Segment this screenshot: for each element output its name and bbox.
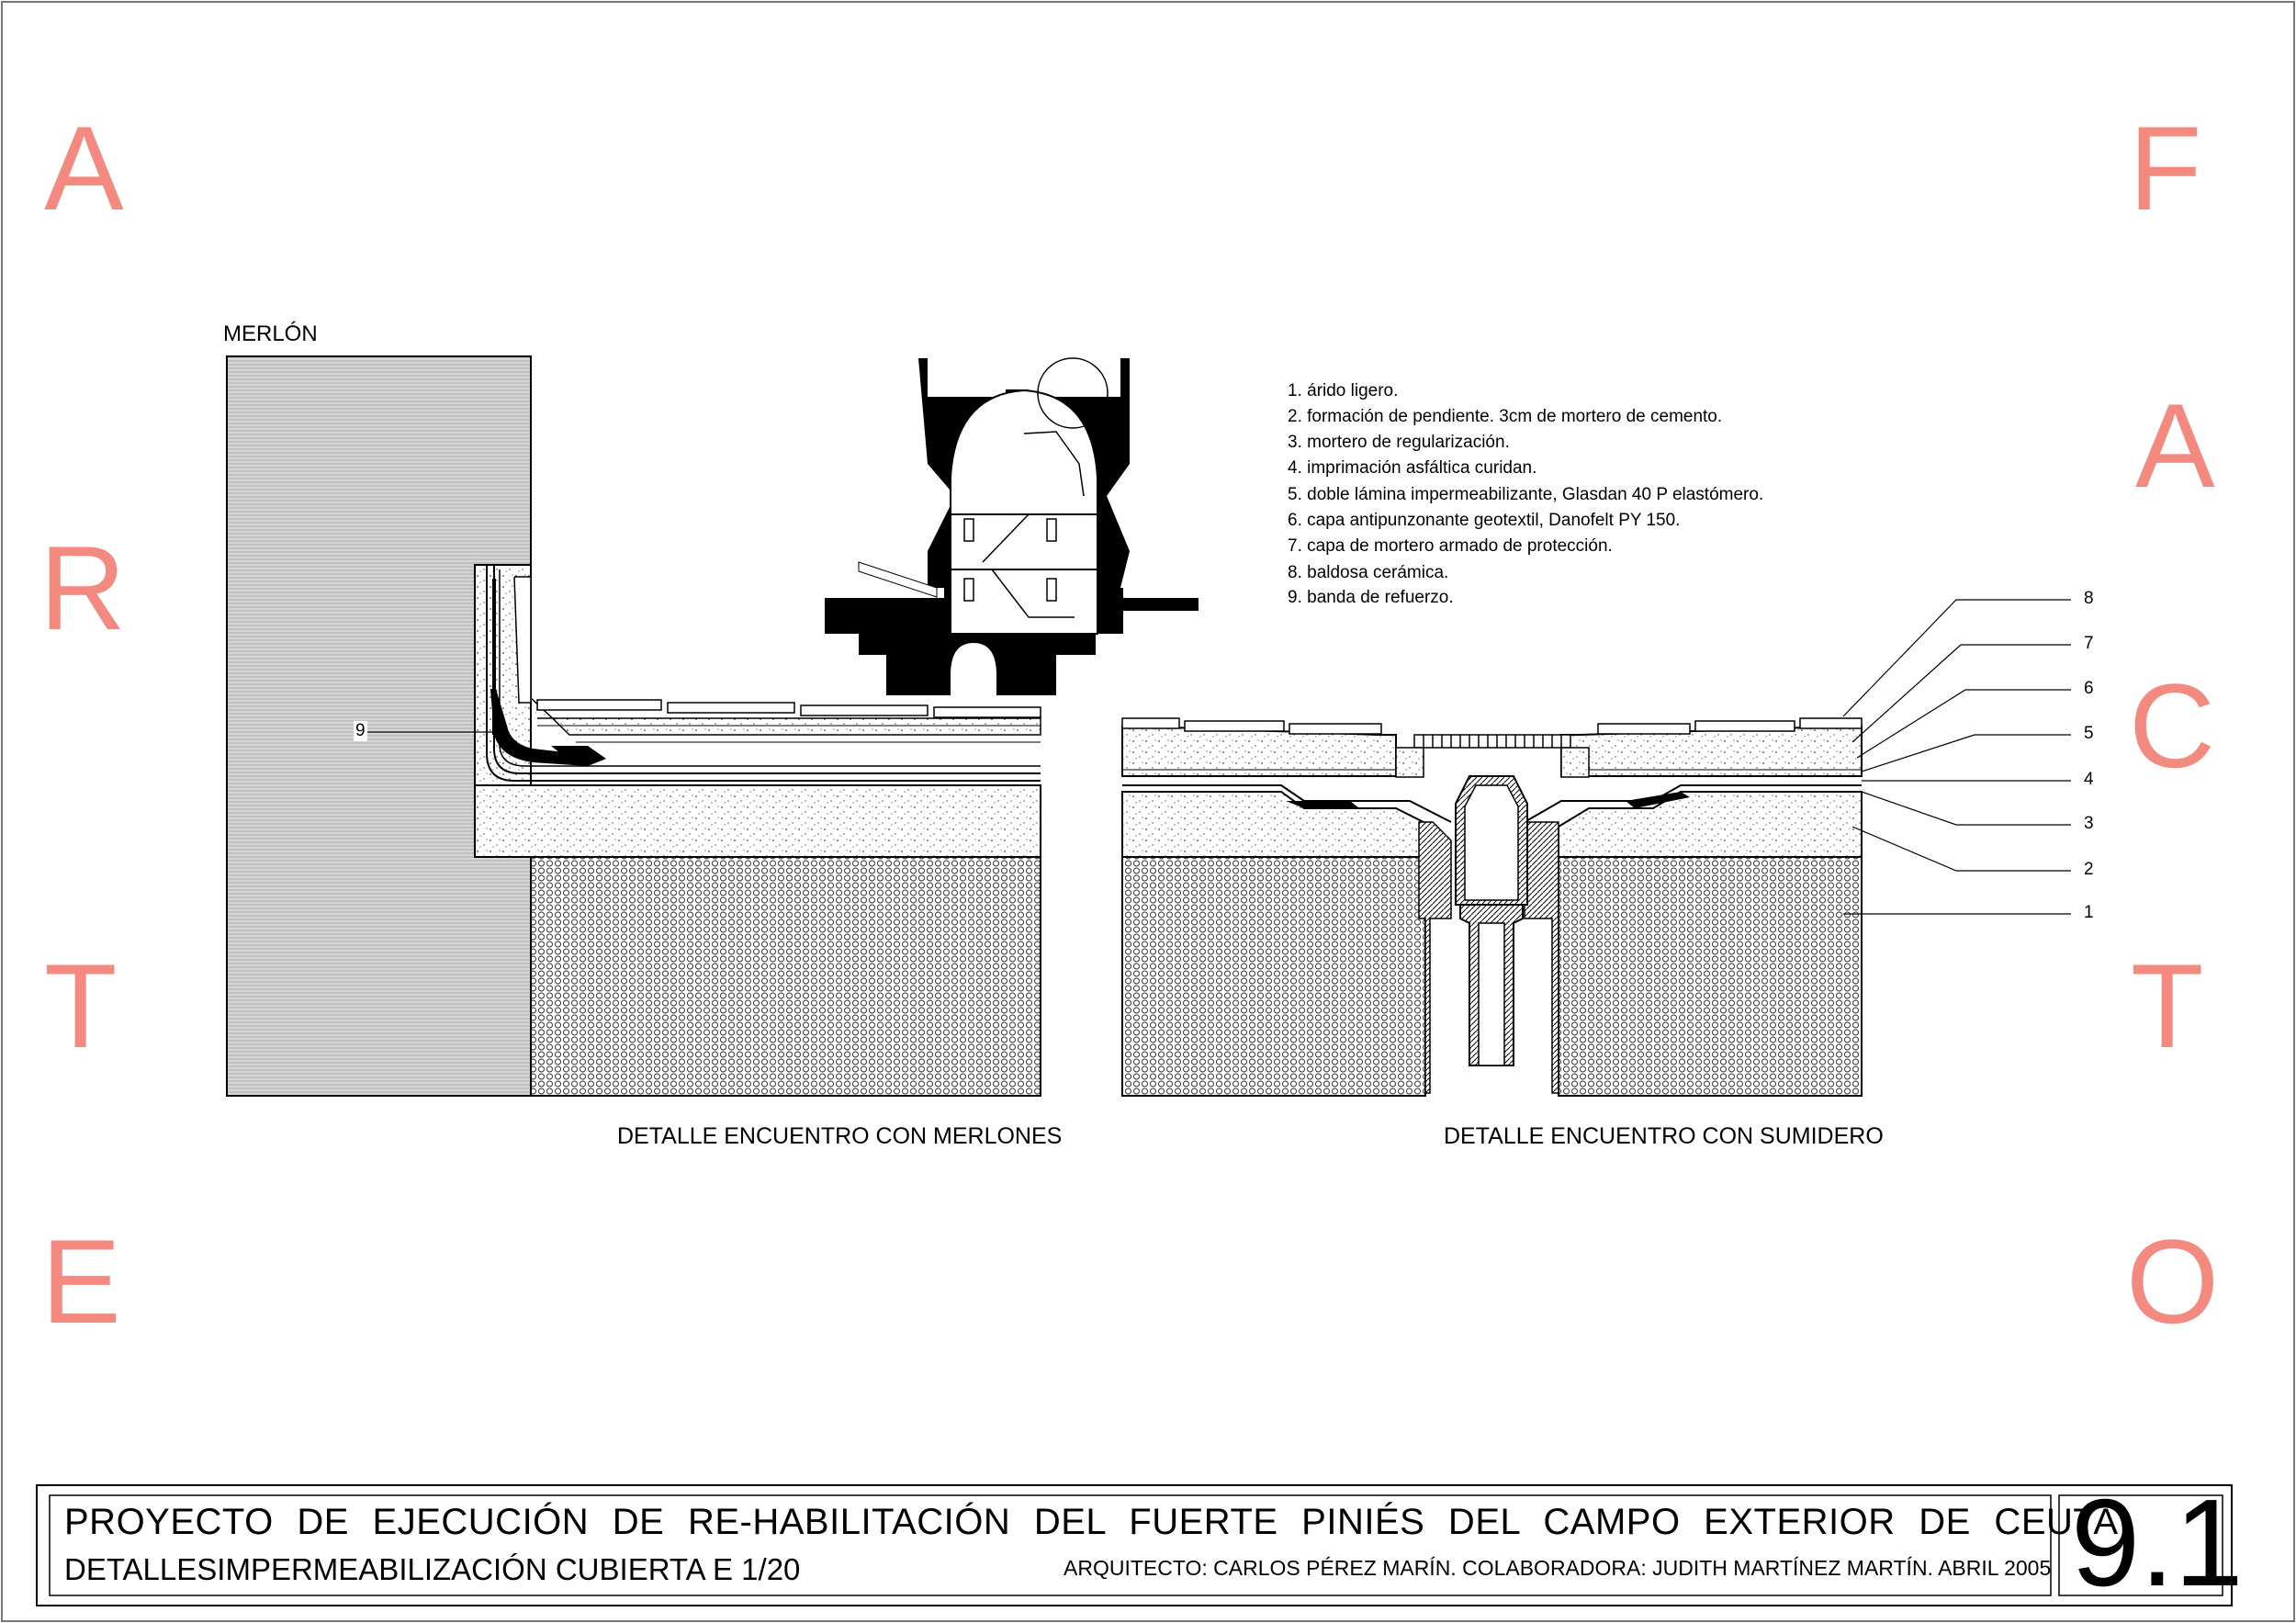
sidebar-letter: C [2129,659,2215,793]
light-aggregate-fill [530,856,1041,1097]
drain-grate [1413,734,1571,749]
project-title: PROYECTO DE EJECUCIÓN DE RE-HABILITACIÓN… [64,1502,2119,1542]
sidebar-letter: O [2126,1214,2220,1348]
callout-number: 1 [2084,903,2094,922]
callout-number: 5 [2084,724,2094,743]
callout-number: 3 [2084,814,2094,833]
drain-detail [1121,599,2071,1097]
titleblock-frame [36,1484,2233,1606]
legend-item: 1. árido ligero. [1288,381,1399,400]
sheet-number: 9.1 [2071,1473,2244,1612]
legend-item: 9. banda de refuerzo. [1288,588,1454,607]
slope-mortar-layer [474,784,1041,858]
sidebar-letter: F [2129,101,2202,235]
legend-item: 6. capa antipunzonante geotextil, Danofe… [1288,511,1681,530]
legend-item: 7. capa de mortero armado de protección. [1288,536,1613,556]
merlon-label: MERLÓN [223,321,318,346]
sidebar-letter: T [44,939,118,1073]
ceramic-tiles-right [1121,717,1863,735]
sidebar-letter: A [44,101,124,235]
merlon-detail [226,355,1041,1097]
credits: ARQUITECTO: CARLOS PÉREZ MARÍN. COLABORA… [1064,1556,2052,1580]
callout-number: 4 [2084,770,2094,789]
sidebar-letter: T [2131,939,2204,1073]
legend-item: 8. baldosa cerámica. [1288,563,1449,582]
legend-item: 5. doble lámina impermeabilizante, Glasd… [1288,485,1764,504]
legend-item: 2. formación de pendiente. 3cm de morter… [1288,407,1723,426]
sidebar-letter: R [39,521,126,655]
legend-item: 4. imprimación asfáltica curidan. [1288,458,1537,478]
callout-number: 6 [2084,679,2094,698]
detail-sumidero-caption: DETALLE ENCUENTRO CON SUMIDERO [1444,1123,1884,1149]
ceramic-tiles-left [536,699,1041,718]
reinforcement-band [490,689,606,766]
callout-9-label: 9 [354,721,367,741]
sidebar-letter: E [41,1214,121,1348]
callout-number: 8 [2084,589,2094,608]
detail-merlones-caption: DETALLE ENCUENTRO CON MERLONES [617,1123,1063,1149]
drawing-title: DETALLESIMPERMEABILIZACIÓN CUBIERTA E 1/… [64,1552,801,1586]
legend-item: 3. mortero de regularización. [1288,433,1510,452]
sidebar-letter: A [2135,378,2215,513]
detail-callout-circle [1037,357,1109,429]
callout-number: 2 [2084,860,2094,879]
callout-number: 7 [2084,634,2094,653]
callout-leaders [1842,599,2071,915]
fort-section [825,357,1199,695]
